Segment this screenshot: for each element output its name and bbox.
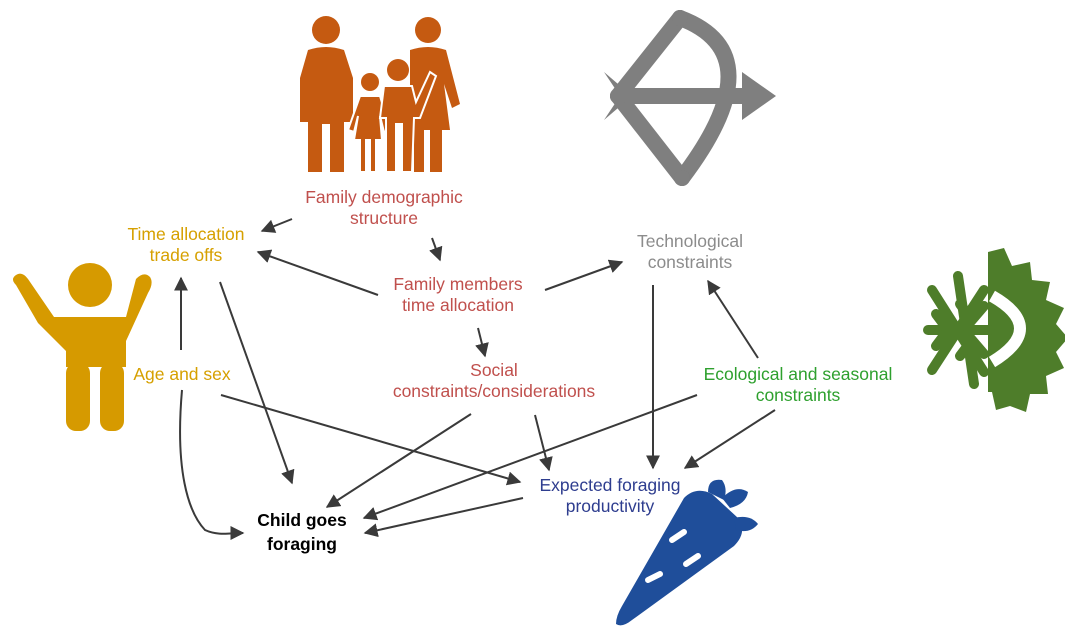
node-social-constraints: Social constraints/considerations bbox=[392, 360, 596, 401]
edge-family-to-time bbox=[260, 218, 293, 233]
child-icon bbox=[13, 263, 152, 431]
node-ecological-seasonal-constraints: Ecological and seasonal constraints bbox=[703, 364, 893, 405]
node-age-and-sex: Age and sex bbox=[133, 364, 231, 384]
edge-time-to-child bbox=[219, 281, 295, 485]
edge-members-to-social bbox=[475, 327, 489, 358]
edge-agesex-to-expected bbox=[220, 394, 522, 486]
bow-arrow-icon bbox=[604, 10, 776, 186]
carrot-icon bbox=[616, 479, 758, 626]
edge-expected-to-child bbox=[363, 497, 524, 538]
snow-sun-icon bbox=[923, 248, 1065, 412]
edge-eco-to-expected bbox=[683, 409, 776, 469]
edge-eco-to-tech bbox=[707, 279, 759, 359]
edge-members-to-time bbox=[256, 249, 379, 296]
edge-family-to-members bbox=[429, 237, 443, 262]
family-icon bbox=[300, 16, 460, 173]
edge-social-to-expected bbox=[534, 414, 553, 472]
edge-eco-to-child bbox=[362, 394, 698, 521]
edge-agesex-to-child bbox=[179, 389, 245, 541]
node-time-allocation-tradeoffs: Time allocation trade offs bbox=[127, 224, 245, 265]
node-technological-constraints: Technological constraints bbox=[636, 231, 744, 272]
node-family-demographic-structure: Family demographic structure bbox=[305, 187, 463, 228]
node-family-members-time-allocation: Family members time allocation bbox=[393, 274, 523, 315]
edge-members-to-tech bbox=[544, 259, 624, 291]
edge-social-to-child bbox=[325, 413, 472, 508]
node-expected-foraging-productivity: Expected foraging productivity bbox=[539, 475, 681, 516]
node-child-goes-foraging: Child goes foraging bbox=[257, 510, 347, 554]
